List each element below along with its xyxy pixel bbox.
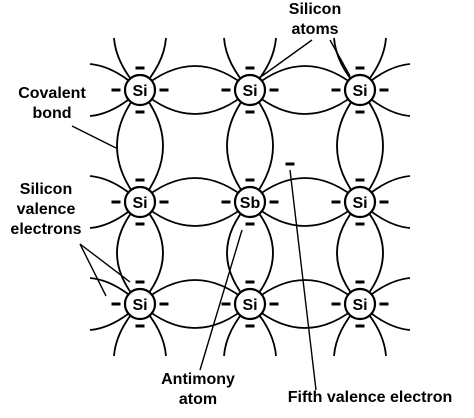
leader-covalent-bond xyxy=(71,125,117,149)
covalent-bond-arc-4 xyxy=(139,177,251,203)
silicon-atom-r3c2: Si xyxy=(233,287,267,321)
leader-valence-electrons-2 xyxy=(79,243,107,297)
silicon-atoms-label-line-2: atoms xyxy=(291,21,339,38)
covalent-bond-arc-5 xyxy=(139,201,251,227)
covalent-bond-arc-11 xyxy=(249,303,361,329)
silicon-valence-electrons-label-line-2: valence xyxy=(16,201,76,218)
silicon-valence-electrons-label: Silicon valence electrons xyxy=(0,180,92,240)
atom-circle xyxy=(123,185,157,219)
leader-antimony-atom xyxy=(199,229,243,371)
covalent-bond-arc-7 xyxy=(249,201,361,227)
atom-circle xyxy=(123,73,157,107)
leader-silicon-atoms-1 xyxy=(261,39,313,77)
atom-symbol: Sb xyxy=(240,195,261,212)
atom-symbol: Si xyxy=(242,297,257,314)
antimony-atom-label-line-1: Antimony xyxy=(161,371,235,388)
silicon-atom-r3c1: Si xyxy=(123,287,157,321)
atom-circle xyxy=(343,73,377,107)
atom-symbol: Si xyxy=(352,297,367,314)
covalent-bond-arc-20 xyxy=(336,89,361,203)
fifth-valence-electron-label: Fifth valence electron xyxy=(272,388,468,408)
silicon-atom-r1c3: Si xyxy=(343,73,377,107)
silicon-atoms-label: Silicon atoms xyxy=(270,0,360,40)
fifth-valence-electron-label-text: Fifth valence electron xyxy=(287,389,453,406)
covalent-bond-arc-17 xyxy=(249,89,274,203)
atom-symbol: Si xyxy=(352,195,367,212)
covalent-bond-arc-21 xyxy=(359,89,384,203)
covalent-bond-arc-13 xyxy=(139,89,164,203)
atom-symbol: Si xyxy=(242,83,257,100)
silicon-valence-electrons-label-line-1: Silicon xyxy=(19,181,73,198)
silicon-atom-r3c3: Si xyxy=(343,287,377,321)
covalent-bond-arc-9 xyxy=(139,303,251,329)
atom-circle xyxy=(233,287,267,321)
silicon-atom-r1c1: Si xyxy=(123,73,157,107)
silicon-atom-r2c3: Si xyxy=(343,185,377,219)
silicon-valence-electrons-label-line-3: electrons xyxy=(10,221,82,238)
antimony-atom-r2c2: Sb xyxy=(233,185,267,219)
antimony-atom-label-line-2: atom xyxy=(178,391,218,408)
leader-fifth-valence-electron xyxy=(289,169,317,391)
silicon-atom-r1c2: Si xyxy=(233,73,267,107)
atom-circle xyxy=(343,185,377,219)
covalent-bond-arc-1 xyxy=(139,89,251,115)
covalent-bond-arc-16 xyxy=(226,89,251,203)
covalent-bond-arc-2 xyxy=(249,65,361,91)
silicon-atoms-label-line-1: Silicon xyxy=(288,1,342,18)
covalent-bond-arc-8 xyxy=(139,279,251,305)
covalent-bond-label: Covalent bond xyxy=(6,84,98,124)
leader-valence-electrons-1 xyxy=(79,243,131,283)
covalent-bond-label-line-2: bond xyxy=(32,105,72,122)
atom-circle xyxy=(233,73,267,107)
atom-symbol: Si xyxy=(132,195,147,212)
atom-symbol: Si xyxy=(132,83,147,100)
antimony-atom-label: Antimony atom xyxy=(150,370,246,410)
covalent-bond-arc-0 xyxy=(139,65,251,91)
atom-circle xyxy=(233,185,267,219)
electrons-layer xyxy=(111,66,389,328)
atom-circle xyxy=(343,287,377,321)
covalent-bond-arc-12 xyxy=(116,89,141,203)
atom-symbol: Si xyxy=(132,297,147,314)
leader-lines xyxy=(71,39,351,391)
atom-circle xyxy=(123,287,157,321)
covalent-bond-arc-3 xyxy=(249,89,361,115)
leader-silicon-atoms-2 xyxy=(329,39,351,77)
covalent-bond-label-line-1: Covalent xyxy=(18,85,86,102)
atom-symbol: Si xyxy=(352,83,367,100)
covalent-bond-arc-6 xyxy=(249,177,361,203)
silicon-atom-r2c1: Si xyxy=(123,185,157,219)
